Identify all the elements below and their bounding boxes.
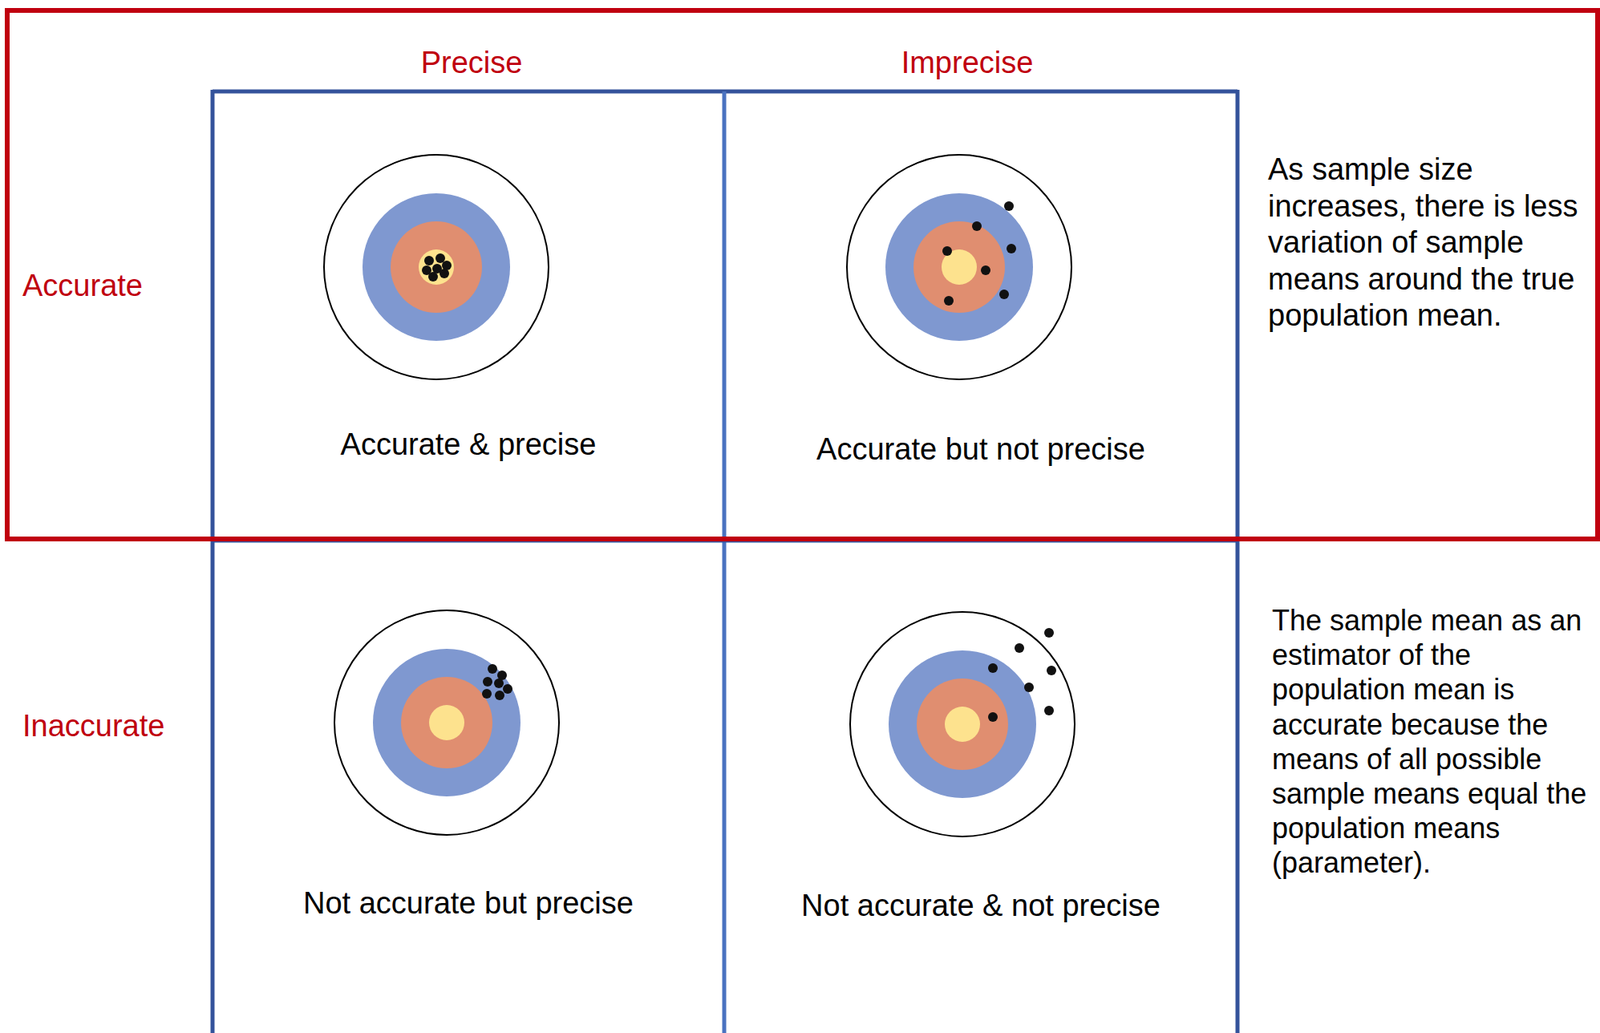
target-top-right	[846, 154, 1072, 380]
quadrant-caption: Accurate but not precise	[725, 431, 1236, 469]
target-bottom-left	[334, 610, 559, 835]
note-text: The sample mean as an estimator of the p…	[1271, 603, 1596, 881]
grid-lines	[212, 89, 1238, 1033]
quadrant-caption: Not accurate but precise	[214, 885, 723, 923]
quadrant-cell: Not accurate but precise	[214, 542, 723, 1033]
quadrant-caption: Not accurate & not precise	[725, 887, 1236, 925]
column-header: Precise	[311, 44, 632, 82]
target-bottom-right	[850, 611, 1075, 837]
quadrant-cell: Accurate & precise	[214, 93, 723, 537]
target-top-left	[324, 154, 549, 380]
row-label: Accurate	[22, 267, 207, 305]
quadrant-caption: Accurate & precise	[214, 426, 723, 464]
column-header: Imprecise	[806, 44, 1128, 82]
row-label: Inaccurate	[22, 708, 209, 746]
accurate-band: Accurate As sample size increases, there …	[4, 8, 1600, 542]
quadrant-cell: Accurate but not precise	[725, 93, 1236, 537]
quadrant-cell: Not accurate & not precise	[725, 542, 1236, 1033]
note-text: As sample size increases, there is less …	[1267, 151, 1593, 335]
